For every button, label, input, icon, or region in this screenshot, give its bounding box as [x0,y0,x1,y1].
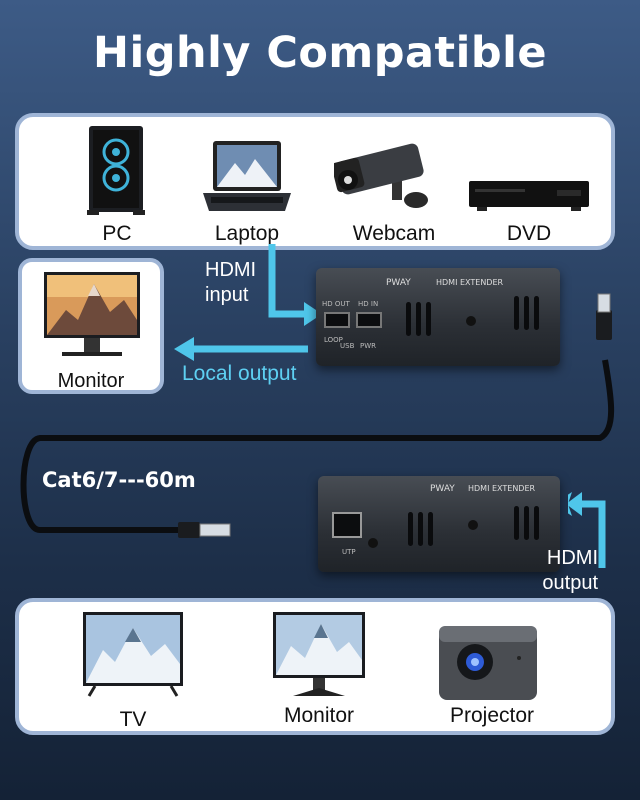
laptop-icon [203,141,291,211]
source-label-dvd: DVD [506,222,552,245]
hdmi-input-arrow-icon [268,244,322,326]
monitor-icon [273,612,365,696]
receiver-unit: PWAY HDMI EXTENDER UTP [318,476,560,572]
display-label-monitor: Monitor [283,704,355,727]
port-label-loop: LOOP [324,336,343,344]
display-label-projector: Projector [449,704,535,727]
source-devices-panel: PC Laptop Webcam DVD [15,113,615,250]
hdmi-output-arrow-icon [568,492,606,568]
port-label-usb: USB [340,342,355,350]
hdmi-out-port [324,312,350,328]
cat-cable-icon [20,293,615,538]
tv-icon [83,612,183,697]
port-label-utp: UTP [342,548,356,556]
cable-length-label: Cat6/7---60m [42,468,196,492]
page-title: Highly Compatible [92,28,548,78]
local-monitor-label: Monitor [57,370,125,392]
hdmi-input-label: HDMI input [205,259,257,306]
port-label-hd-out: HD OUT [322,300,350,308]
webcam-icon [334,143,428,208]
display-devices-panel: TV Monitor Projector [15,598,615,735]
rj45-port [332,512,362,538]
port-label-hd-in: HD IN [358,300,379,308]
hdmi-output-label: HDMI output [542,547,598,594]
source-label-webcam: Webcam [352,222,436,245]
transmitter-brand: PWAY [386,278,411,288]
monitor-icon [44,272,140,356]
hdmi-in-port [356,312,382,328]
receiver-brand: PWAY [430,484,455,494]
pc-tower-icon [87,126,145,215]
port-label-pwr: PWR [360,342,377,350]
local-monitor-panel: Monitor [18,258,164,394]
source-label-pc: PC [102,222,132,245]
projector-icon [439,626,537,700]
local-output-arrow-icon [174,337,308,361]
receiver-model: HDMI EXTENDER [468,484,536,493]
source-label-laptop: Laptop [214,222,280,245]
local-output-label: Local output [182,362,297,385]
dvd-player-icon [469,181,589,211]
transmitter-model: HDMI EXTENDER [436,278,504,287]
display-label-tv: TV [119,708,147,731]
transmitter-unit: PWAY HDMI EXTENDER HD OUT HD IN LOOP USB… [316,268,560,366]
